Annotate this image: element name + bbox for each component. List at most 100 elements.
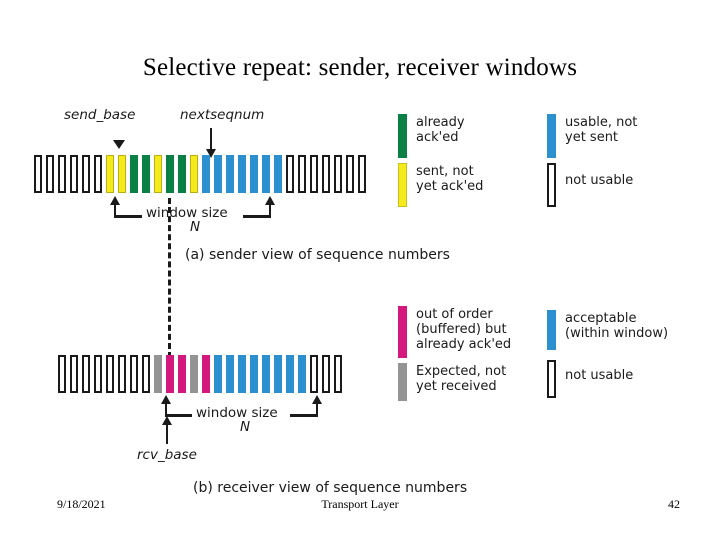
legend-label: Expected, not yet received — [416, 364, 507, 395]
sequence-block-white — [46, 155, 54, 193]
legend-swatch-magenta — [398, 306, 407, 358]
nextseqnum-label: nextseqnum — [180, 107, 265, 123]
legend-label: sent, not yet ack'ed — [416, 164, 484, 195]
section-separator — [168, 198, 171, 358]
sequence-block-white — [346, 155, 354, 193]
sequence-block-magenta — [166, 355, 174, 393]
receiver-window-size-label: window size — [196, 405, 278, 421]
sequence-block-blue — [214, 355, 222, 393]
legend-swatch-white — [547, 360, 556, 398]
legend-sender-already-acked: already ack'ed — [398, 114, 528, 158]
legend-receiver-not-usable: not usable — [547, 360, 687, 398]
receiver-window-bracket-right — [290, 414, 318, 417]
sequence-block-blue — [226, 355, 234, 393]
sequence-block-white — [142, 355, 150, 393]
sequence-block-white — [70, 155, 78, 193]
sequence-block-blue — [214, 155, 222, 193]
sequence-block-yellow — [106, 155, 114, 193]
sequence-block-white — [58, 155, 66, 193]
sequence-block-blue — [262, 355, 270, 393]
sequence-block-green — [166, 155, 174, 193]
legend-sender-not-usable: not usable — [547, 163, 682, 207]
sequence-block-blue — [262, 155, 270, 193]
legend-label: already ack'ed — [416, 115, 465, 146]
sequence-block-yellow — [154, 155, 162, 193]
legend-label: acceptable (within window) — [565, 311, 669, 342]
sequence-block-blue — [226, 155, 234, 193]
sender-sequence-blocks — [34, 155, 370, 193]
sequence-block-blue — [238, 155, 246, 193]
legend-swatch-blue — [547, 114, 556, 158]
receiver-window-bracket-left — [165, 414, 192, 417]
legend-swatch-blue — [547, 310, 556, 350]
sequence-block-white — [106, 355, 114, 393]
sequence-block-magenta — [202, 355, 210, 393]
sequence-block-white — [298, 155, 306, 193]
sender-window-bracket-left — [114, 215, 142, 218]
sequence-block-white — [334, 355, 342, 393]
sequence-block-white — [286, 155, 294, 193]
sender-window-n-label: N — [190, 219, 201, 235]
sequence-block-white — [82, 355, 90, 393]
send-base-pointer-icon — [113, 140, 125, 149]
legend-label: not usable — [565, 368, 634, 383]
legend-sender-usable-not-sent: usable, not yet sent — [547, 114, 682, 158]
sender-window-bracket-right — [243, 215, 271, 218]
sequence-block-magenta — [178, 355, 186, 393]
nextseqnum-pointer-icon — [206, 128, 216, 158]
receiver-window-left-arrow-icon — [161, 395, 171, 416]
sequence-block-white — [118, 355, 126, 393]
sequence-block-blue — [238, 355, 246, 393]
legend-label: usable, not yet sent — [565, 115, 638, 146]
sequence-block-white — [322, 155, 330, 193]
legend-swatch-gray — [398, 363, 407, 401]
page-title: Selective repeat: sender, receiver windo… — [142, 54, 578, 81]
sequence-block-yellow — [118, 155, 126, 193]
sequence-block-white — [310, 155, 318, 193]
legend-sender-sent-not-acked: sent, not yet ack'ed — [398, 163, 528, 207]
receiver-sequence-blocks — [58, 355, 346, 393]
sequence-block-yellow — [190, 155, 198, 193]
send-base-label: send_base — [64, 107, 136, 123]
legend-swatch-yellow — [398, 163, 407, 207]
receiver-caption: (b) receiver view of sequence numbers — [193, 480, 468, 496]
sequence-block-green — [142, 155, 150, 193]
sender-window-right-arrow-icon — [265, 196, 275, 217]
sequence-block-white — [58, 355, 66, 393]
sequence-block-gray — [154, 355, 162, 393]
sequence-block-white — [130, 355, 138, 393]
sender-caption: (a) sender view of sequence numbers — [185, 247, 450, 263]
legend-swatch-white — [547, 163, 556, 207]
sender-window-size-label: window size — [146, 205, 228, 221]
sequence-block-white — [334, 155, 342, 193]
footer-date: 9/18/2021 — [57, 497, 106, 511]
sequence-block-blue — [250, 355, 258, 393]
footer-center-text: Transport Layer — [321, 497, 399, 511]
sequence-block-blue — [274, 355, 282, 393]
sequence-block-blue — [286, 355, 294, 393]
sequence-block-white — [34, 155, 42, 193]
sequence-block-blue — [298, 355, 306, 393]
legend-receiver-expected-not-received: Expected, not yet received — [398, 363, 546, 401]
sequence-block-white — [310, 355, 318, 393]
sequence-block-green — [130, 155, 138, 193]
rcv-base-label: rcv_base — [137, 447, 197, 463]
sequence-block-white — [322, 355, 330, 393]
rcv-base-pointer-icon — [162, 416, 172, 444]
sequence-block-green — [178, 155, 186, 193]
receiver-window-right-arrow-icon — [312, 395, 322, 416]
legend-swatch-green — [398, 114, 407, 158]
sequence-block-white — [358, 155, 366, 193]
footer-page-number: 42 — [668, 497, 680, 511]
sender-window-left-arrow-icon — [110, 196, 120, 217]
sequence-block-white — [82, 155, 90, 193]
sequence-block-blue — [274, 155, 282, 193]
sequence-block-blue — [202, 155, 210, 193]
legend-receiver-acceptable: acceptable (within window) — [547, 310, 687, 350]
sequence-block-white — [94, 355, 102, 393]
sequence-block-white — [70, 355, 78, 393]
sequence-block-gray — [190, 355, 198, 393]
receiver-window-n-label: N — [240, 419, 251, 435]
legend-label: out of order (buffered) but already ack'… — [416, 307, 512, 353]
